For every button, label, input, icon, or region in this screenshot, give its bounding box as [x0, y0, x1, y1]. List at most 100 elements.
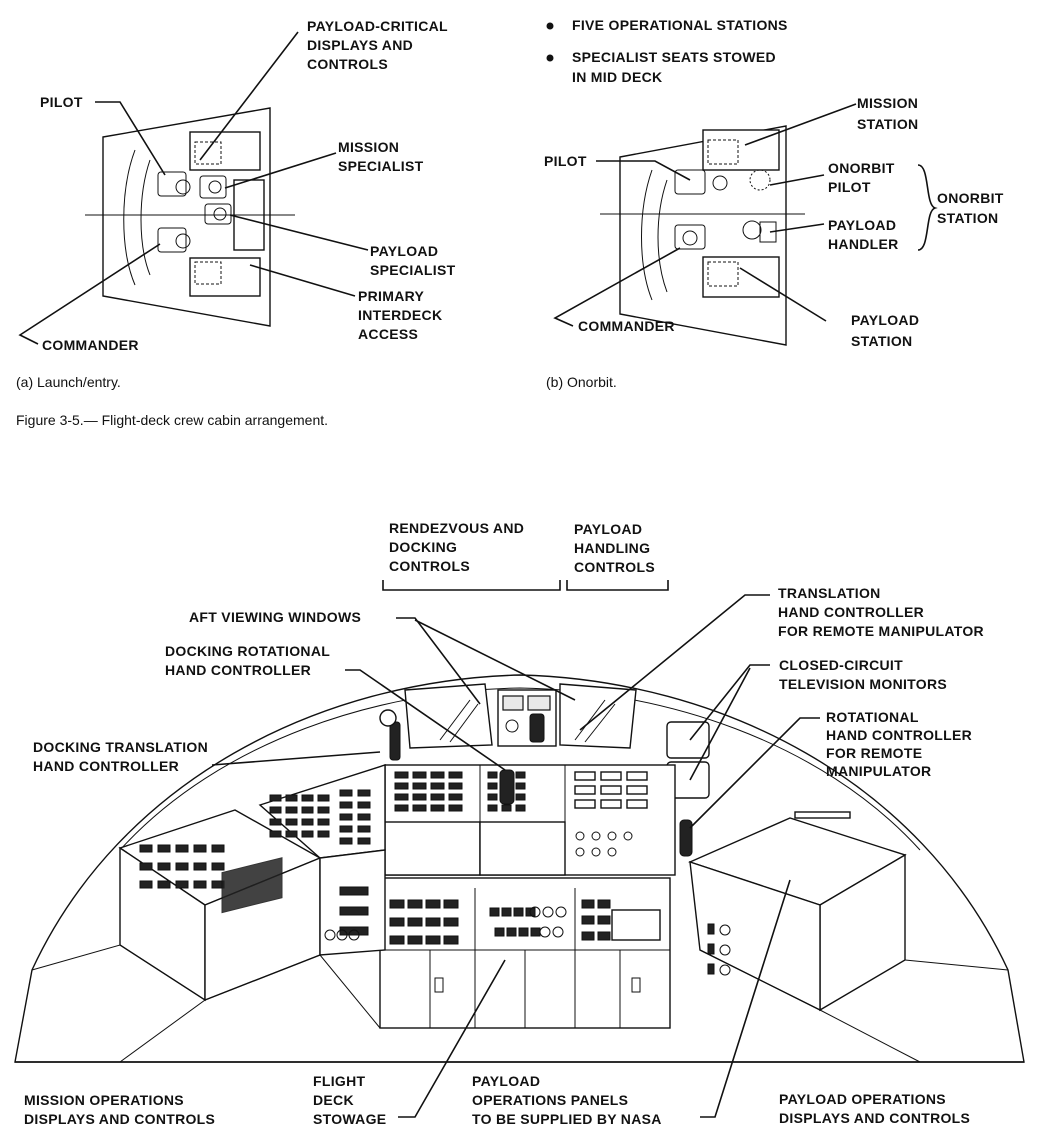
- panel-control: [357, 837, 371, 845]
- panel-control: [412, 782, 427, 790]
- panel-knob: [575, 831, 585, 841]
- label-commander-launch-line: COMMANDER: [42, 337, 139, 353]
- label-payload-handling-line: CONTROLS: [574, 559, 655, 575]
- label-payload-critical-line: PAYLOAD-CRITICAL: [307, 18, 448, 34]
- label-translation-hc-line: HAND CONTROLLER: [778, 604, 924, 620]
- panel-control: [448, 793, 463, 801]
- panel-control: [175, 862, 189, 871]
- launch-cabin-plan: [18, 31, 369, 345]
- panel-control: [193, 844, 207, 853]
- panel-knob: [719, 944, 731, 956]
- panel-knob: [591, 831, 601, 841]
- bullet-five-stations-line: FIVE OPERATIONAL STATIONS: [572, 17, 788, 33]
- label-payload-handling-line: HANDLING: [574, 540, 650, 556]
- label-mission-specialist-line: SPECIALIST: [338, 158, 424, 174]
- panel-control: [157, 880, 171, 889]
- label-docking-translation-line: DOCKING TRANSLATION: [33, 739, 208, 755]
- panel-knob: [575, 847, 585, 857]
- panel-control: [339, 825, 353, 833]
- panel-control: [139, 862, 153, 871]
- panel-control: [339, 886, 369, 896]
- panel-control: [487, 771, 498, 779]
- panel-control: [175, 880, 189, 889]
- panel-control: [285, 830, 298, 838]
- panel-control: [389, 935, 405, 945]
- panel-control: [581, 899, 595, 909]
- panel-knob: [607, 831, 617, 841]
- panel-knob: [552, 926, 564, 938]
- label-flight-deck-stowage-line: STOWAGE: [313, 1111, 386, 1127]
- panel-control: [574, 771, 596, 781]
- panel-control: [707, 963, 715, 975]
- panel-knob: [348, 929, 360, 941]
- panel-knob: [336, 929, 348, 941]
- panel-control: [269, 818, 282, 826]
- label-docking-rotational-line: HAND CONTROLLER: [165, 662, 311, 678]
- panel-control: [600, 799, 622, 809]
- panel-control: [581, 931, 595, 941]
- label-primary-interdeck-line: INTERDECK: [358, 307, 442, 323]
- panel-control: [412, 793, 427, 801]
- panel-knob: [542, 906, 554, 918]
- caption-onorbit: (b) Onorbit.: [546, 374, 617, 390]
- panel-control: [285, 818, 298, 826]
- bullet-five-stations: FIVE OPERATIONAL STATIONS: [572, 17, 788, 33]
- panel-control: [489, 907, 500, 917]
- label-pilot-onorbit: PILOT: [544, 153, 587, 169]
- label-rendezvous-line: DOCKING: [389, 539, 457, 555]
- panel-knob: [719, 964, 731, 976]
- panel-control: [285, 794, 298, 802]
- panel-control: [394, 793, 409, 801]
- panel-knob: [539, 926, 551, 938]
- panel-control: [581, 915, 595, 925]
- panel-control: [487, 804, 498, 812]
- panel-control: [518, 927, 529, 937]
- label-payload-station-line: STATION: [851, 333, 912, 349]
- panel-control: [357, 825, 371, 833]
- panel-control: [269, 830, 282, 838]
- panel-control: [707, 943, 715, 955]
- panel-control: [487, 793, 498, 801]
- panel-control: [487, 782, 498, 790]
- caption-launch-line: (a) Launch/entry.: [16, 374, 121, 390]
- panel-control: [515, 771, 526, 779]
- panel-control: [443, 899, 459, 909]
- panel-knob: [623, 831, 633, 841]
- label-commander-onorbit-line: COMMANDER: [578, 318, 675, 334]
- panel-control: [339, 813, 353, 821]
- label-flight-deck-stowage-line: FLIGHT: [313, 1073, 365, 1089]
- label-pilot-onorbit-line: PILOT: [544, 153, 587, 169]
- panel-control: [269, 794, 282, 802]
- panel-control: [574, 785, 596, 795]
- panel-control: [600, 771, 622, 781]
- label-aft-windows-line: AFT VIEWING WINDOWS: [189, 609, 361, 625]
- label-onorbit-pilot-line: ONORBIT: [828, 160, 895, 176]
- panel-control: [357, 789, 371, 797]
- panel-control: [515, 804, 526, 812]
- panel-knob: [591, 847, 601, 857]
- panel-control: [157, 844, 171, 853]
- label-docking-rotational-line: DOCKING ROTATIONAL: [165, 643, 330, 659]
- label-aft-windows: AFT VIEWING WINDOWS: [189, 609, 361, 625]
- panel-control: [317, 794, 330, 802]
- panel-control: [394, 771, 409, 779]
- label-rotational-hc-line: FOR REMOTE: [826, 745, 922, 761]
- panel-control: [317, 818, 330, 826]
- label-rotational-hc-line: MANIPULATOR: [826, 763, 931, 779]
- panel-control: [175, 844, 189, 853]
- label-rendezvous-line: CONTROLS: [389, 558, 470, 574]
- panel-control: [389, 917, 405, 927]
- label-payload-handling-line: PAYLOAD: [574, 521, 642, 537]
- label-payload-handling: PAYLOAD HANDLING CONTROLS: [574, 521, 655, 575]
